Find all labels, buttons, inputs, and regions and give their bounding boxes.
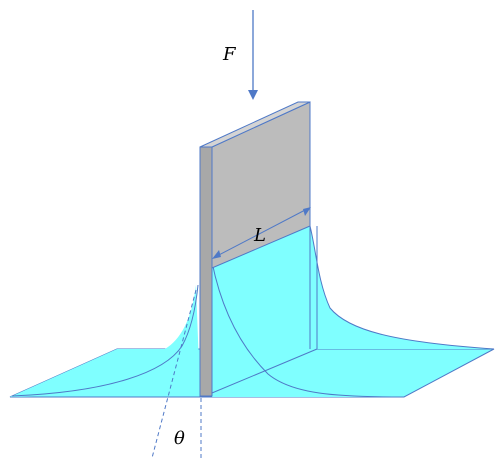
length-arrow-head-right (303, 207, 311, 216)
angle-label: θ (174, 428, 185, 449)
length-arrow-shaft (214, 208, 308, 258)
force-arrow-head (248, 90, 258, 100)
meniscus-left (10, 285, 200, 397)
meniscus-right-curve (309, 225, 495, 350)
plate-side-edge (199, 146, 213, 397)
contact-angle-tangent-dash (151, 289, 197, 459)
length-label: L (253, 225, 266, 246)
plate-submerged-outline (211, 226, 318, 394)
meniscus-left-curve (11, 284, 199, 397)
force-label: F (222, 44, 237, 65)
meniscus-front (212, 262, 404, 397)
meniscus-front-curve (211, 261, 405, 398)
meniscus-back (212, 226, 494, 393)
length-arrow-head-left (212, 250, 221, 259)
